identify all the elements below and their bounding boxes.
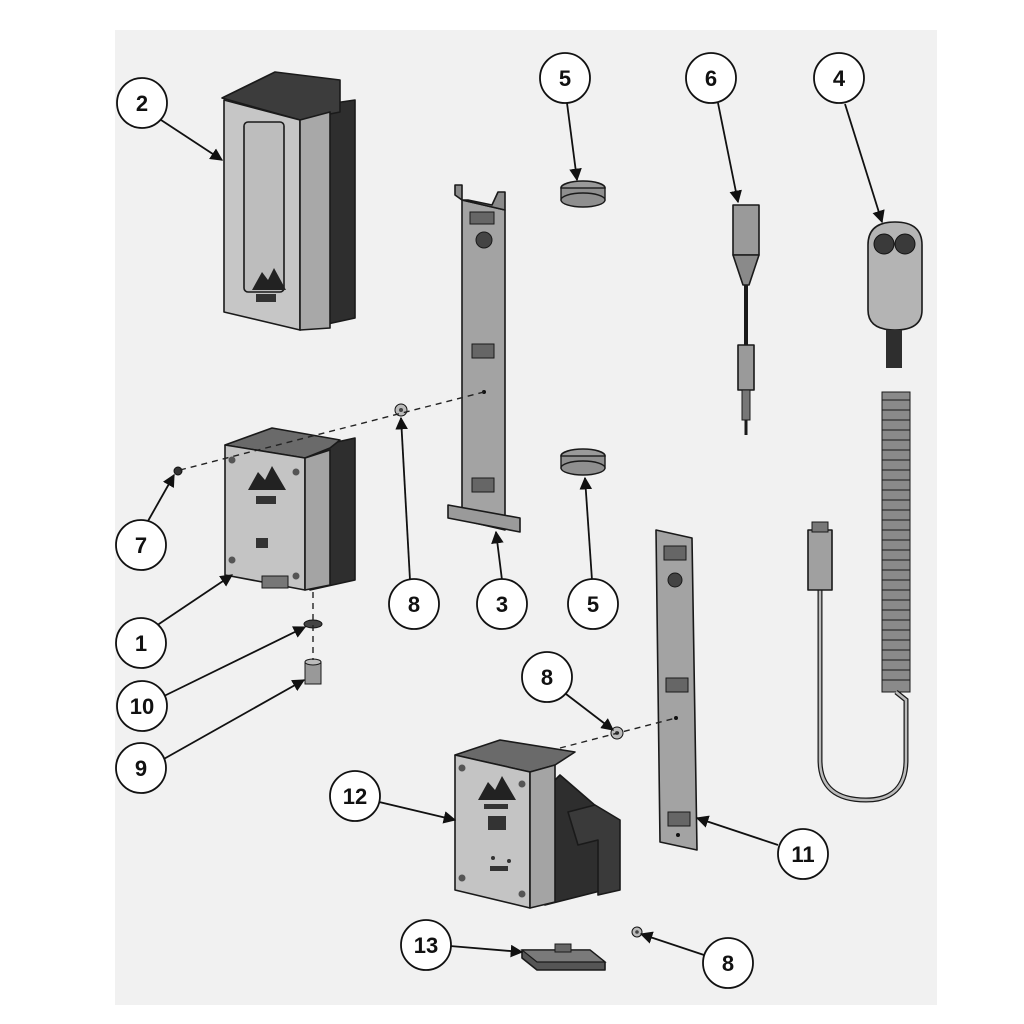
svg-text:6: 6 [705,66,717,91]
callout-5-mid: 5 [567,578,619,630]
callout-6: 6 [685,52,737,104]
svg-text:13: 13 [414,933,438,958]
part-8-washer-bottom [631,926,643,938]
svg-text:1: 1 [135,631,147,656]
callout-8-bottom: 8 [702,937,754,989]
svg-text:9: 9 [135,756,147,781]
svg-text:4: 4 [833,66,846,91]
svg-text:12: 12 [343,784,367,809]
part-5-ring-top [560,180,606,208]
callout-7: 7 [115,519,167,571]
part-12-control-box-with-holder [454,739,621,909]
part-13-bar [520,943,607,971]
callout-11: 11 [777,828,829,880]
callout-3: 3 [476,578,528,630]
part-6-adapter-cable [732,204,760,435]
callout-13: 13 [400,919,452,971]
part-7-screw [173,466,183,476]
svg-text:2: 2 [136,91,148,116]
part-11-bracket [655,529,698,851]
svg-text:3: 3 [496,592,508,617]
svg-text:7: 7 [135,533,147,558]
callout-10: 10 [116,680,168,732]
assembly-lines [179,391,677,749]
leader-lines [147,102,885,958]
svg-text:5: 5 [559,66,571,91]
svg-text:8: 8 [541,665,553,690]
callout-1: 1 [115,617,167,669]
svg-text:8: 8 [722,951,734,976]
part-1-control-box [224,427,356,591]
callout-5-top: 5 [539,52,591,104]
callout-8-mid: 8 [388,578,440,630]
callout-2: 2 [116,77,168,129]
part-4-hand-control [807,221,923,803]
svg-text:5: 5 [587,592,599,617]
part-5-ring-mid [560,448,606,476]
part-9-grommet [304,658,322,685]
callout-12: 12 [329,770,381,822]
part-3-bracket [447,184,521,533]
callout-9: 9 [115,742,167,794]
callout-8-low: 8 [521,651,573,703]
callout-4: 4 [813,52,865,104]
svg-text:10: 10 [130,694,154,719]
svg-text:8: 8 [408,592,420,617]
part-2-cover [221,71,356,331]
svg-text:11: 11 [791,842,814,867]
